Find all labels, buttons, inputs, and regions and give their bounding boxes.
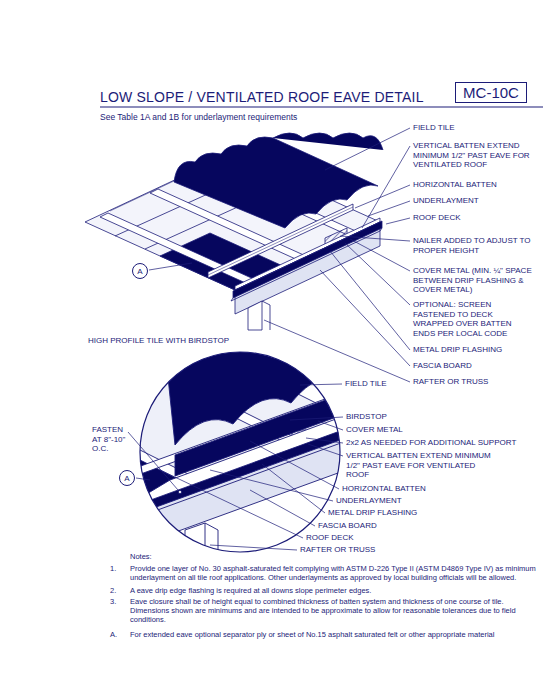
part-label: HORIZONTAL BATTEN — [342, 484, 492, 494]
note-number: A. — [110, 630, 126, 639]
note-number: 3. — [110, 597, 126, 606]
note-text: Provide one layer of No. 30 asphalt-satu… — [130, 564, 542, 582]
part-label: ROOF DECK — [413, 213, 545, 223]
part-label: COVER METAL (MIN. ¼" SPACE BETWEEN DRIP … — [413, 266, 545, 295]
part-label: METAL DRIP FLASHING — [413, 345, 545, 355]
leader-lines — [128, 384, 343, 550]
part-label: FASCIA BOARD — [318, 521, 468, 531]
callout-circle: A — [119, 470, 135, 486]
top-eave-detail — [85, 133, 383, 330]
note-number: 2. — [110, 586, 126, 595]
part-label: FASCIA BOARD — [413, 361, 545, 371]
title-rule — [100, 106, 543, 107]
subtitle: See Table 1A and 1B for underlayment req… — [100, 112, 420, 122]
part-label: COVER METAL — [346, 425, 496, 435]
diagram-title: LOW SLOPE / VENTILATED ROOF EAVE DETAIL — [100, 89, 424, 106]
part-label: RAFTER OR TRUSS — [413, 377, 545, 387]
part-label: NAILER ADDED TO ADJUST TO PROPER HEIGHT — [413, 236, 545, 255]
callout-circle: A — [132, 263, 148, 279]
notes-heading: Notes: — [130, 552, 230, 561]
part-label: OPTIONAL: SCREEN FASTENED TO DECK WRAPPE… — [413, 300, 525, 338]
part-label: UNDERLAYMENT — [336, 496, 486, 506]
detail-heading: HIGH PROFILE TILE WITH BIRDSTOP — [88, 336, 288, 346]
part-label: HORIZONTAL BATTEN — [413, 180, 545, 190]
sheet-number-box: MC-10C — [455, 82, 527, 103]
sheet-number: MC-10C — [463, 84, 519, 101]
part-label: VERTICAL BATTEN EXTEND MINIMUM 1/2" PAST… — [346, 451, 498, 480]
part-label: METAL DRIP FLASHING — [328, 508, 478, 518]
note-text: Eave closure shall be of height equal to… — [130, 597, 542, 624]
part-label: BIRDSTOP — [346, 412, 496, 422]
part-label: 2x2 AS NEEDED FOR ADDITIONAL SUPPORT — [346, 438, 541, 448]
callout-letter: A — [124, 474, 129, 483]
part-label: RAFTER OR TRUSS — [300, 545, 450, 555]
note-number: 1. — [110, 564, 126, 573]
note-text: A eave drip edge flashing is required at… — [130, 586, 542, 595]
callout-letter: A — [137, 267, 142, 276]
enlarged-eave-detail — [0, 300, 362, 570]
part-label: UNDERLAYMENT — [413, 196, 545, 206]
note-text: For extended eave optional separator ply… — [130, 630, 542, 639]
part-label: VERTICAL BATTEN EXTEND MINIMUM 1/2" PAST… — [413, 141, 545, 170]
detail-circle — [140, 352, 340, 552]
part-label: FIELD TILE — [413, 123, 545, 133]
part-label: FIELD TILE — [345, 379, 495, 389]
fastening-note: FASTEN AT 8"-10" O.C. — [92, 425, 126, 454]
part-label: ROOF DECK — [306, 533, 456, 543]
